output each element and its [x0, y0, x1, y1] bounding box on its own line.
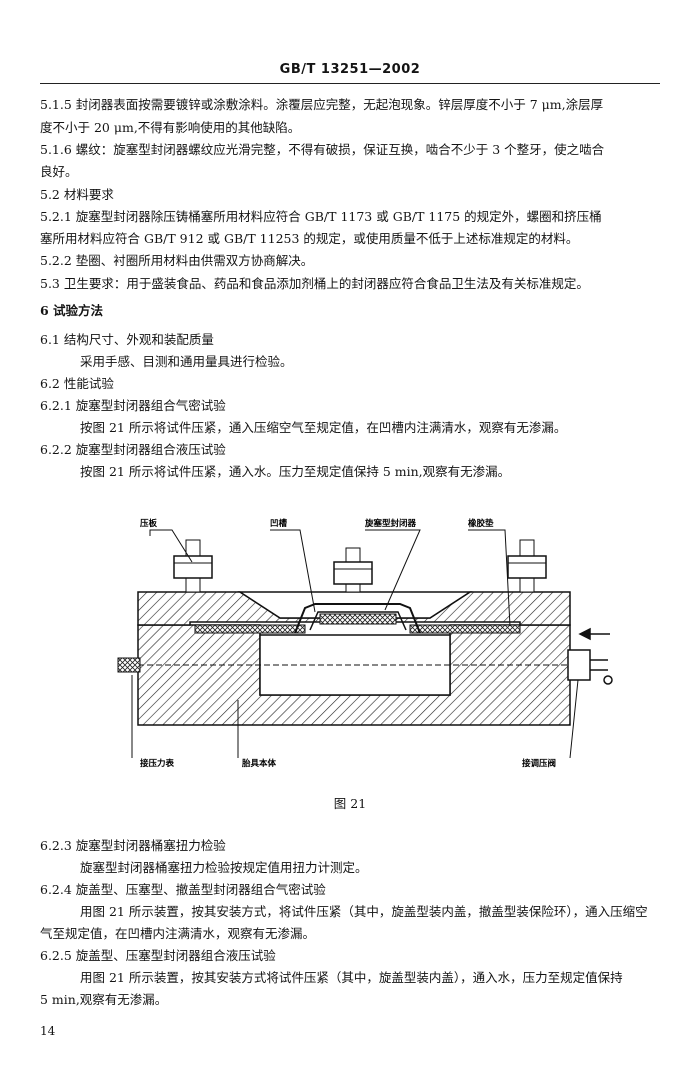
label-groove: 凹槽 — [270, 518, 288, 529]
label-closure: 旋塞型封闭器 — [364, 518, 417, 529]
text-line: 5.1.6 螺纹：旋塞型封闭器螺纹应光滑完整，不得有破损，保证互换，啮合不少于 … — [40, 142, 605, 157]
text-line: 5.2.1 旋塞型封闭器除压铸桶塞所用材料应符合 GB/T 1173 或 GB/… — [40, 209, 602, 224]
text-line: 用图 21 所示装置，按其安装方式，将试件压紧（其中，旋盖型装内盖，撤盖型装保险… — [80, 904, 648, 919]
nut-center — [333, 561, 373, 585]
gauge-fitting — [117, 657, 141, 673]
closure-inner — [309, 611, 407, 631]
closure-plug — [319, 613, 397, 625]
text-line: 用图 21 所示装置，按其安装方式将试件压紧（其中，旋盖型装内盖），通入水，压力… — [80, 970, 623, 985]
text-line: 5.3 卫生要求：用于盛装食品、药品和食品添加剂桶上的封闭器应符合食品卫生法及有… — [40, 276, 589, 291]
figure-21-diagram: 压板 凹槽 旋塞型封闭器 橡胶垫 接压力表 胎具本体 接调压阀 — [117, 518, 613, 769]
leader-pressure-plate — [149, 529, 193, 563]
section-heading: 6.2.4 旋盖型、压塞型、撤盖型封闭器组合气密试验 — [40, 882, 326, 897]
rubber-gasket-right — [409, 624, 521, 634]
section-heading: 6.2 性能试验 — [40, 376, 114, 391]
valve-fitting — [567, 649, 591, 681]
leader-valve — [569, 679, 579, 759]
section-heading: 6.2.2 旋塞型封闭器组合液压试验 — [40, 442, 226, 457]
section-heading: 6.2.5 旋盖型、压塞型封闭器组合液压试验 — [40, 948, 276, 963]
label-pressure-plate: 压板 — [140, 518, 158, 529]
closure-outline — [294, 603, 421, 634]
text-line: 度不小于 20 μm,不得有影响使用的其他缺陷。 — [40, 120, 301, 135]
text-line: 5.1.5 封闭器表面按需要镀锌或涂敷涂料。涂覆层应完整，无起泡现象。锌层厚度不… — [40, 97, 604, 112]
label-fixture: 胎具本体 — [241, 758, 277, 769]
text-line: 按图 21 所示将试件压紧，通入压缩空气至规定值，在凹槽内注满清水，观察有无渗漏… — [80, 420, 567, 435]
text-line: 5 min,观察有无渗漏。 — [40, 992, 168, 1007]
text-line: 良好。 — [40, 164, 78, 179]
nut-right — [507, 555, 547, 579]
page-header: GB/T 13251—2002 — [279, 62, 421, 77]
text-line: 旋塞型封闭器桶塞扭力检验按规定值用扭力计测定。 — [80, 860, 368, 875]
header-rule — [40, 83, 660, 84]
section-heading: 6.1 结构尺寸、外观和装配质量 — [40, 332, 214, 347]
text-line: 气至规定值，在凹槽内注满清水，观察有无渗漏。 — [40, 926, 316, 941]
nut-left — [173, 555, 213, 579]
leader-closure — [365, 529, 421, 611]
rubber-gasket-left — [194, 624, 306, 634]
flow-arrow — [578, 627, 610, 641]
section-heading: 6.2.3 旋塞型封闭器桶塞扭力检验 — [40, 838, 226, 853]
text-line: 采用手感、目测和通用量具进行检验。 — [80, 354, 293, 369]
leader-groove — [270, 529, 316, 613]
label-rubber-pad: 橡胶垫 — [468, 518, 494, 529]
label-valve: 接调压阀 — [522, 758, 556, 769]
text-line: 5.2.2 垫圈、衬圈所用材料由供需双方协商解决。 — [40, 253, 314, 268]
leader-rubber — [468, 529, 511, 627]
section-heading: 6.2.1 旋塞型封闭器组合气密试验 — [40, 398, 226, 413]
chapter-heading: 6 试验方法 — [40, 303, 104, 318]
section-heading: 5.2 材料要求 — [40, 187, 114, 202]
figure-caption: 图 21 — [333, 796, 367, 811]
text-line: 按图 21 所示将试件压紧，通入水。压力至规定值保持 5 min,观察有无渗漏。 — [80, 464, 511, 479]
label-gauge: 接压力表 — [140, 758, 175, 769]
page-number: 14 — [40, 1024, 56, 1038]
text-line: 塞所用材料应符合 GB/T 912 或 GB/T 11253 的规定，或使用质量… — [40, 231, 579, 246]
